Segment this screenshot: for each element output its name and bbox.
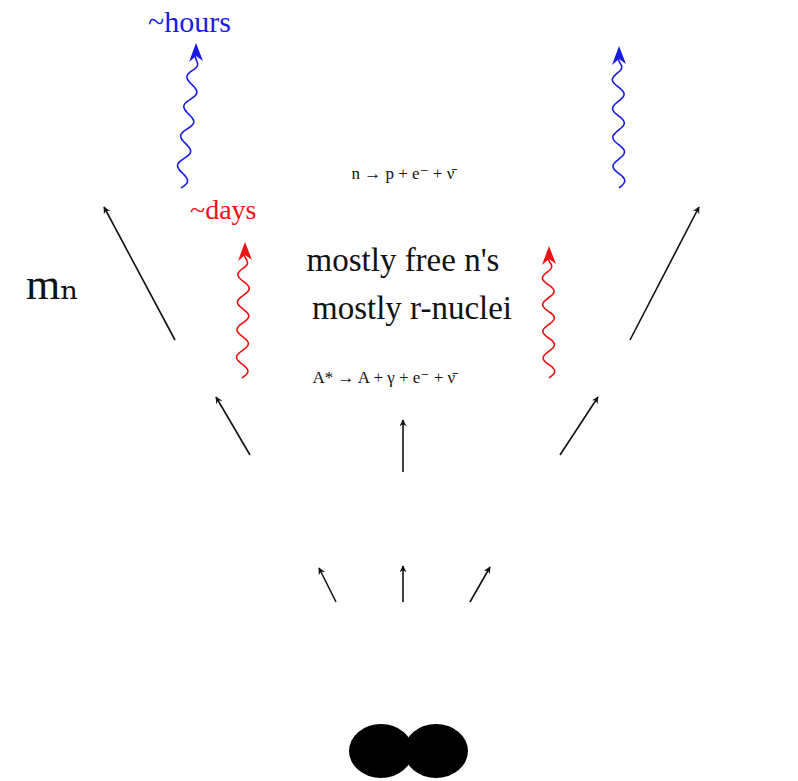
ejecta-region: mostly free n's n → p + e⁻ + ν̄ [10, 115, 797, 283]
flow-arrow [319, 568, 336, 602]
wave-line [237, 254, 250, 378]
arrow-head [238, 242, 252, 261]
arrow-head [542, 246, 556, 265]
region-shape [110, 283, 687, 715]
annotation-label: ~days [190, 194, 256, 226]
photon-arrow [237, 242, 252, 378]
flow-arrow [402, 420, 404, 472]
wave-line [612, 58, 624, 188]
neutron-star [404, 724, 468, 778]
annotation-label: mₙ [26, 260, 79, 311]
wave-line [178, 55, 198, 188]
region-label: mostly r-nuclei [312, 290, 512, 328]
merging-stars [349, 724, 468, 778]
photon-arrows [178, 43, 626, 378]
arrow-head [612, 46, 626, 65]
region-label: mostly free n's [307, 242, 500, 280]
photon-arrow [542, 246, 556, 378]
annotation-label: ~hours [148, 5, 231, 40]
outflow-arrows [104, 207, 699, 602]
label-anchor: mₙ [26, 260, 79, 311]
decay-equation: A* → A + γ + e⁻ + ν̄ [313, 368, 456, 388]
neutron-star [349, 724, 413, 778]
label-anchor: ~days [190, 194, 256, 226]
flow-arrow [470, 567, 490, 602]
flow-arrow [630, 207, 699, 340]
flow-arrow [560, 397, 598, 455]
photon-arrow [178, 43, 203, 188]
reaction-box: A* → A + γ + e⁻ + ν̄ [305, 364, 466, 392]
reaction-box: n → p + e⁻ + ν̄ [344, 160, 465, 188]
flow-arrow [216, 397, 250, 455]
region-fill [110, 283, 687, 715]
region-fill [10, 115, 797, 283]
wave-line [542, 258, 554, 378]
flow-arrow [104, 207, 175, 340]
label-anchor: ~hours [148, 5, 231, 40]
flow-arrow [402, 566, 404, 602]
arrow-head [189, 43, 203, 62]
ejecta-region: mostly r-nuclei A* → A + γ + e⁻ + ν̄ [110, 283, 687, 715]
photon-arrow [612, 46, 626, 188]
decay-equation: n → p + e⁻ + ν̄ [352, 164, 455, 184]
